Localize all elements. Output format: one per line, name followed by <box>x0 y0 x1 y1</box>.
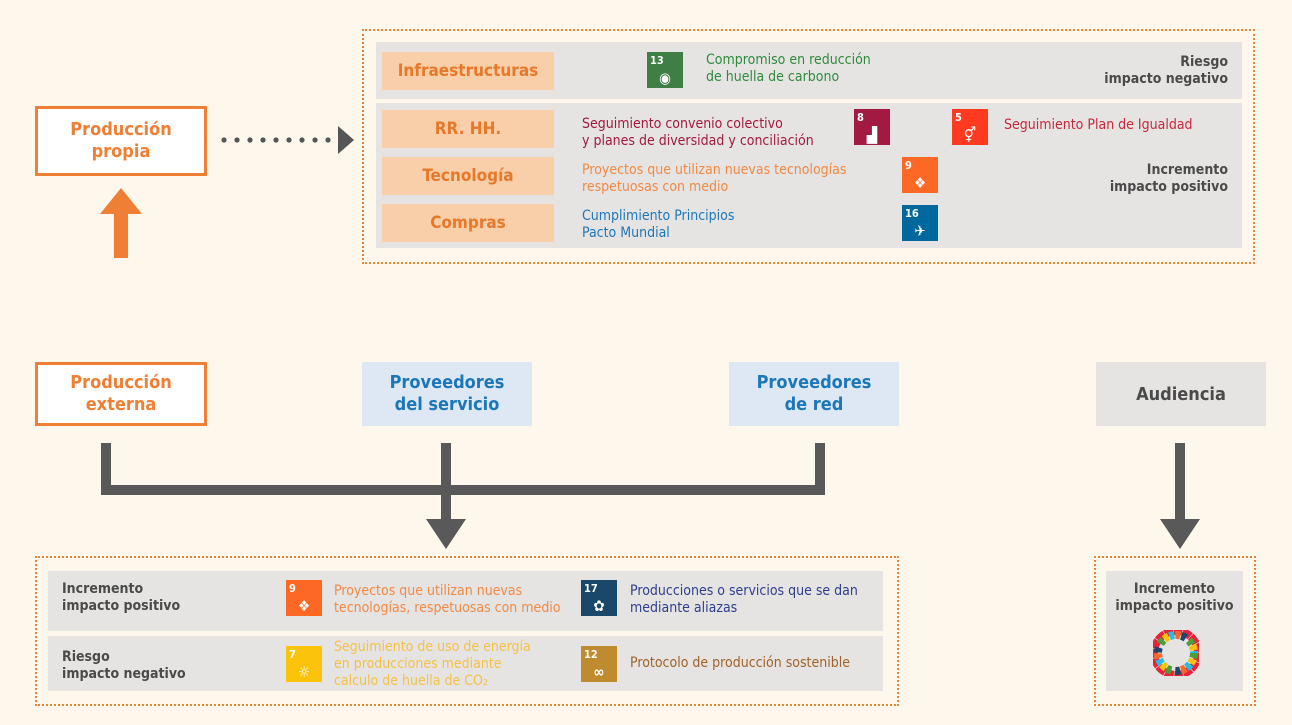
connector-right-vertical <box>815 443 825 495</box>
sdg-9-icon: 9❖ <box>902 157 938 193</box>
bottom-left-dotted-frame <box>35 556 899 706</box>
sdg-5-icon: 5⚥ <box>952 109 988 145</box>
production-external-label: Producción externa <box>70 372 172 415</box>
sdg-17-icon: 17✿ <box>581 580 617 616</box>
tag-rrhh: RR. HH. <box>382 110 554 148</box>
connector-center-vertical <box>441 443 451 521</box>
infra-text: Compromiso en reducción de huella de car… <box>706 52 871 85</box>
production-external-box: Producción externa <box>35 362 207 426</box>
tech-text: Proyectos que utilizan nuevas tecnología… <box>582 162 847 195</box>
bottom-row2-band <box>48 636 883 691</box>
up-arrow-icon <box>100 188 142 258</box>
connector-horizontal <box>101 485 825 495</box>
dotted-arrow-icon <box>221 126 354 154</box>
bottom-row1-text2: Producciones o servicios que se dan medi… <box>630 583 858 616</box>
audience-connector <box>1175 443 1185 521</box>
audience-box: Audiencia <box>1096 362 1266 426</box>
bottom-row1-label: Incremento impacto positivo <box>62 581 181 614</box>
sdg-wheel-icon <box>1153 630 1199 676</box>
bottom-row1-band <box>48 571 883 631</box>
audience-label: Audiencia <box>1136 383 1226 405</box>
down-arrow-icon <box>426 519 466 549</box>
audience-down-arrow-icon <box>1160 519 1200 549</box>
compras-text: Cumplimiento Principios Pacto Mundial <box>582 208 735 241</box>
production-own-box: Producción propia <box>35 106 207 176</box>
sdg-7-icon: 7☼ <box>286 646 322 682</box>
sdg-16-icon: 16✈ <box>902 205 938 241</box>
top-dotted-frame <box>362 29 1255 264</box>
sdg-13-icon: 13◉ <box>647 52 683 88</box>
production-own-label: Producción propia <box>70 119 172 162</box>
bottom-row2-text2: Protocolo de producción sostenible <box>630 655 850 671</box>
sdg-12-icon: 12∞ <box>581 646 617 682</box>
bottom-right-label: Incremento impacto positivo <box>1115 581 1234 614</box>
bottom-row2-label: Riesgo impacto negativo <box>62 649 186 682</box>
risk-label-top: Riesgo impacto negativo <box>1104 54 1228 87</box>
tag-compras: Compras <box>382 204 554 242</box>
service-providers-label: Proveedores del servicio <box>389 372 505 415</box>
network-providers-box: Proveedores de red <box>729 362 899 426</box>
sdg-8-icon: 8▟ <box>854 109 890 145</box>
bottom-row2-text1: Seguimiento de uso de energía en producc… <box>334 639 531 689</box>
increase-label-top: Incremento impacto positivo <box>1109 162 1228 195</box>
rrhh-text: Seguimiento convenio colectivo y planes … <box>582 116 814 149</box>
bottom-right-dotted-frame <box>1094 556 1256 706</box>
network-providers-label: Proveedores de red <box>756 372 872 415</box>
service-providers-box: Proveedores del servicio <box>362 362 532 426</box>
bottom-row1-text1: Proyectos que utilizan nuevas tecnología… <box>334 583 561 616</box>
igualdad-text: Seguimiento Plan de Igualdad <box>1004 117 1193 133</box>
tag-infraestructuras: Infraestructuras <box>382 52 554 90</box>
sdg-9-bottom-icon: 9❖ <box>286 580 322 616</box>
tag-tecnologia: Tecnología <box>382 157 554 195</box>
connector-left-vertical <box>101 443 111 495</box>
